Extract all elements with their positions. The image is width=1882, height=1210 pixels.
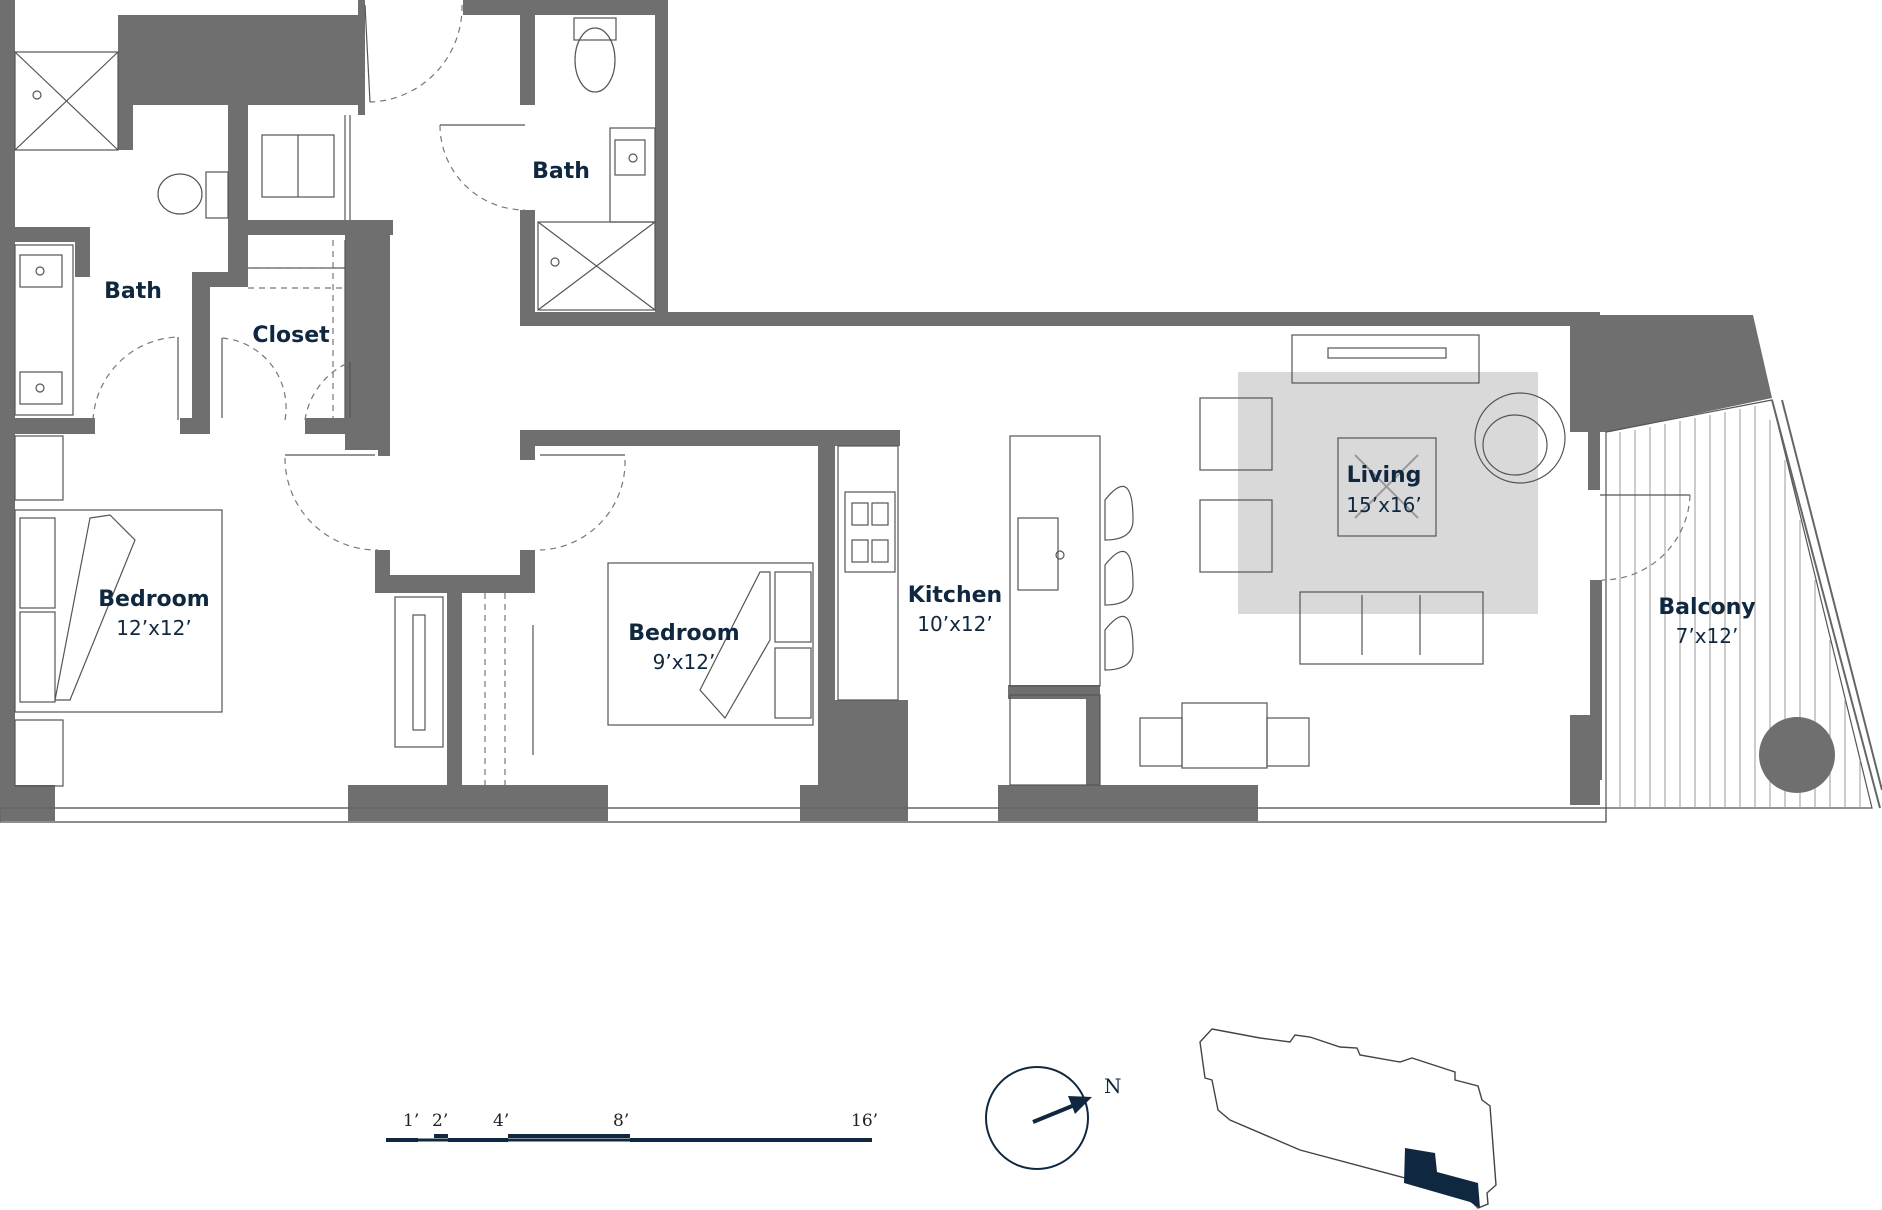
compass: N [985,1066,1122,1170]
walls [0,0,1772,823]
unit-location-highlight [1404,1148,1480,1208]
bedroom-second-dimensions: 9’x12’ [653,650,716,674]
second-closet [394,593,534,785]
living-furniture [1139,334,1566,769]
kitchen-furniture [837,435,1134,786]
right-bath-fixtures [364,4,656,311]
scale-tick-1: 1’ [403,1111,419,1131]
building-key-plan [1199,1028,1497,1209]
balcony [1600,399,1882,809]
kitchen-dimensions: 10’x12’ [917,612,992,636]
area-rug [1238,372,1538,614]
north-arrow-icon [1068,1096,1092,1114]
scale-tick-2: 2’ [432,1111,448,1131]
room-labels: Bath Bath Closet Bedroom 12’x12’ Bedroom… [98,159,1755,674]
closet-label: Closet [252,323,330,348]
second-bedroom-furniture [539,454,814,726]
laundry-fixtures [221,115,351,421]
main-bedroom-furniture [14,435,379,787]
bedroom-main-label: Bedroom [98,587,209,612]
scale-tick-16: 16’ [851,1111,878,1131]
balcony-planter [1759,717,1835,793]
north-label: N [1104,1074,1122,1098]
balcony-label: Balcony [1658,595,1755,620]
scale-tick-4: 4’ [493,1111,509,1131]
living-label: Living [1347,463,1422,488]
bath-right-label: Bath [532,159,590,184]
bath-left-label: Bath [104,279,162,304]
bedroom-second-label: Bedroom [628,621,739,646]
bedroom-main-dimensions: 12’x12’ [116,616,191,640]
kitchen-label: Kitchen [908,583,1002,608]
balcony-dimensions: 7’x12’ [1676,624,1739,648]
scale-bar: 1’ 2’ 4’ 8’ 16’ [386,1111,878,1142]
left-bath-fixtures [14,51,229,421]
living-dimensions: 15’x16’ [1346,493,1421,517]
scale-tick-8: 8’ [613,1111,629,1131]
